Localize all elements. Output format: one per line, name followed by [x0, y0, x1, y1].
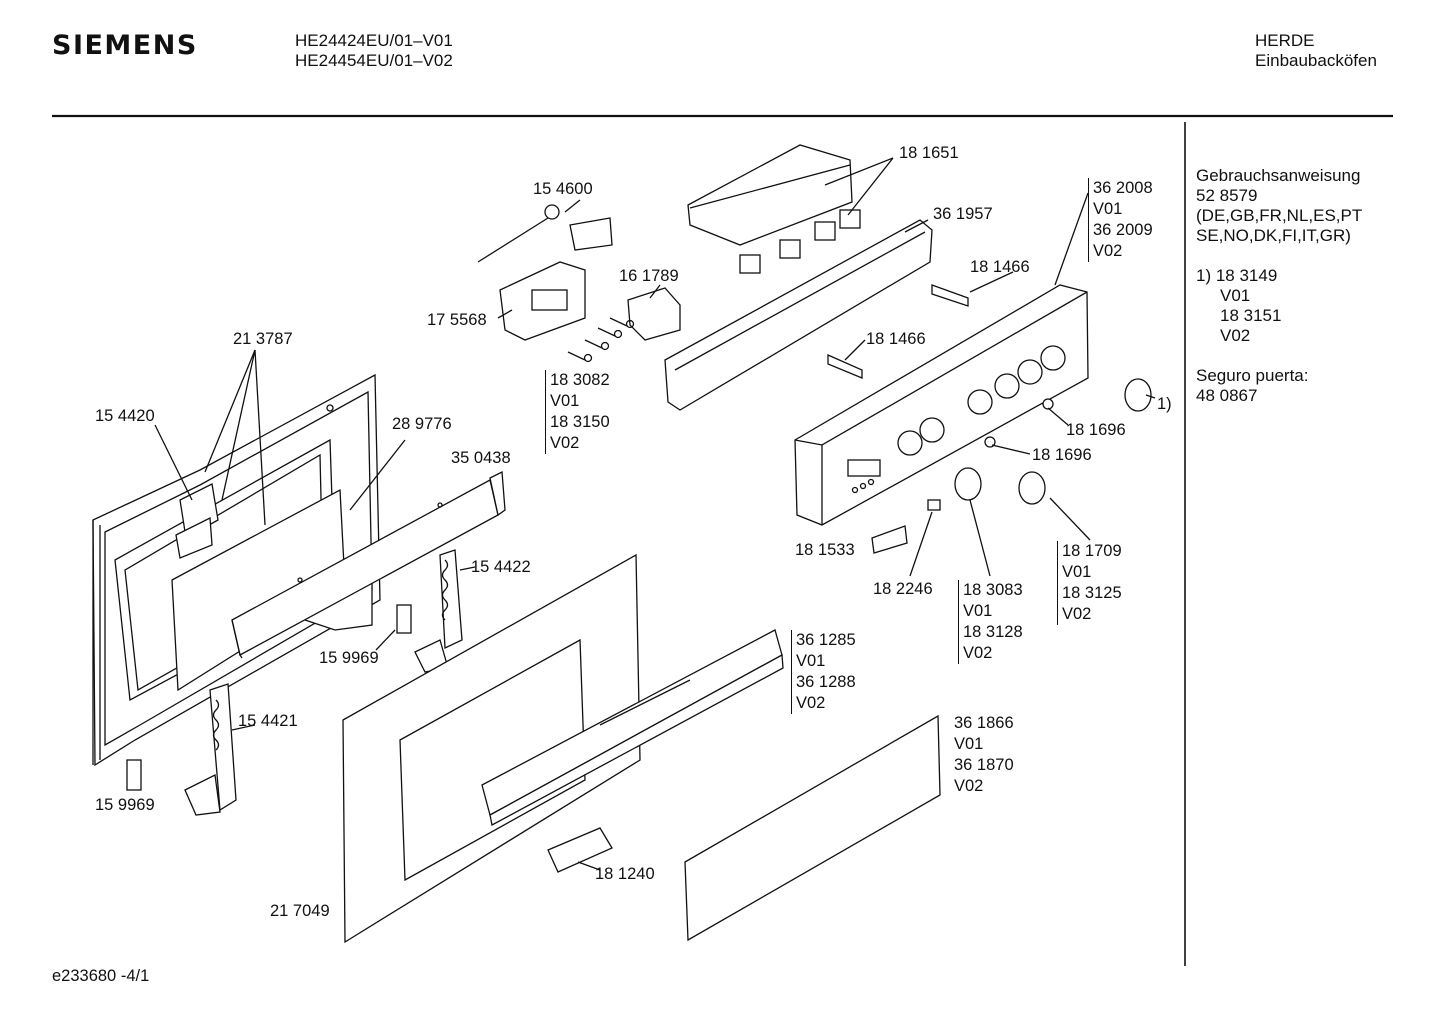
- note-marker-1: 1): [1157, 395, 1172, 413]
- part-362008-shape: [794, 284, 1089, 526]
- part-label-154421: 15 4421: [238, 712, 298, 730]
- category-line-1: HERDE: [1255, 31, 1315, 50]
- part-label-183125: 18 3125: [1062, 584, 1122, 602]
- part-label-362008-group: 36 2008 V01 36 2009 V02: [1088, 178, 1153, 262]
- part-label-181696-b: 18 1696: [1032, 446, 1092, 464]
- part-361957-shape: [664, 219, 933, 411]
- part-181651-shape: [687, 144, 861, 274]
- part-154420-shape: [175, 483, 219, 559]
- part-label-183150: 18 3150: [550, 413, 610, 431]
- part-label-361870: 36 1870: [954, 756, 1014, 774]
- part-label-183083-group: 18 3083 V01 18 3128 V02: [958, 580, 1023, 664]
- model-number-2: HE24454EU/01–V02: [295, 51, 453, 70]
- part-label-361288: 36 1288: [796, 673, 856, 691]
- part-361285-shape: [481, 629, 784, 826]
- part-159969b-shape: [126, 759, 142, 791]
- part-label-181696-a: 18 1696: [1066, 421, 1126, 439]
- part-label-154420: 15 4420: [95, 407, 155, 425]
- part-label-159969-b: 15 9969: [95, 796, 155, 814]
- part-label-181651: 18 1651: [899, 144, 959, 162]
- part-label-213787: 21 3787: [233, 330, 293, 348]
- part-label-161789: 16 1789: [619, 267, 679, 285]
- part-161789-shape: [627, 287, 681, 341]
- part-154421-shape: [184, 683, 237, 816]
- part-label-362009-variant: V02: [1093, 242, 1123, 260]
- manual-languages-2: SE,NO,DK,FI,IT,GR): [1196, 226, 1351, 245]
- part-label-361285: 36 1285: [796, 631, 856, 649]
- part-label-154600: 15 4600: [533, 180, 593, 198]
- part-label-361285-variant: V01: [796, 652, 826, 670]
- part-label-159969-a: 15 9969: [319, 649, 379, 667]
- part-label-361866-variant: V01: [954, 735, 984, 753]
- note-1-variant-2: V02: [1220, 326, 1251, 345]
- part-label-154422: 15 4422: [471, 558, 531, 576]
- note-1-alternate: 18 3151: [1220, 306, 1282, 325]
- part-159969a-shape: [396, 604, 412, 634]
- part-label-181240: 18 1240: [595, 865, 655, 883]
- part-label-289776: 28 9776: [392, 415, 452, 433]
- part-label-181709-variant: V01: [1062, 563, 1092, 581]
- part-label-182246: 18 2246: [873, 580, 933, 598]
- part-label-362008-variant: V01: [1093, 200, 1123, 218]
- part-217049-shape: [342, 553, 641, 944]
- part-181240-shape: [547, 827, 613, 873]
- part-label-361870-variant: V02: [954, 777, 984, 795]
- category-line-2: Einbaubacköfen: [1255, 51, 1377, 70]
- brand-logo: SIEMENS: [52, 30, 198, 61]
- part-label-361957: 36 1957: [933, 205, 993, 223]
- part-label-361285-group: 36 1285 V01 36 1288 V02: [791, 630, 856, 714]
- part-label-175568: 17 5568: [427, 311, 487, 329]
- part-361866-shape: [684, 714, 941, 942]
- product-category: HERDE Einbaubacköfen: [1255, 31, 1377, 71]
- part-label-183082: 18 3082: [550, 371, 610, 389]
- part-175568-shape: [499, 261, 586, 341]
- drawing-id: e233680 -4/1: [52, 967, 150, 985]
- part-label-362009: 36 2009: [1093, 221, 1153, 239]
- part-181466-shape: [827, 284, 969, 379]
- part-label-183125-variant: V02: [1062, 605, 1092, 623]
- manual-title: Gebrauchsanweisung: [1196, 166, 1361, 185]
- part-label-181533: 18 1533: [795, 541, 855, 559]
- part-154600-shape: [477, 204, 613, 263]
- manual-languages-1: (DE,GB,FR,NL,ES,PT: [1196, 206, 1363, 225]
- part-label-362008: 36 2008: [1093, 179, 1153, 197]
- note-1-variant-1: V01: [1220, 286, 1251, 305]
- part-label-181709-group: 18 1709 V01 18 3125 V02: [1057, 541, 1122, 625]
- leader-lines: [154, 157, 1156, 871]
- model-number-1: HE24424EU/01–V01: [295, 31, 453, 50]
- part-183082-shape: [567, 317, 635, 363]
- part-label-181466-a: 18 1466: [970, 258, 1030, 276]
- part-label-183083-variant: V01: [963, 602, 993, 620]
- model-numbers: HE24424EU/01–V01 HE24454EU/01–V02: [295, 31, 453, 71]
- part-label-183150-variant: V02: [550, 434, 580, 452]
- part-label-361866: 36 1866: [954, 714, 1014, 732]
- part-label-181466-b: 18 1466: [866, 330, 926, 348]
- part-154422-shape: [414, 549, 463, 673]
- part-label-183083: 18 3083: [963, 581, 1023, 599]
- part-label-361866-group: 36 1866 V01 36 1870 V02: [950, 713, 1014, 797]
- door-lock-title: Seguro puerta:: [1196, 366, 1309, 385]
- door-lock-number: 48 0867: [1196, 386, 1258, 405]
- part-label-181709: 18 1709: [1062, 542, 1122, 560]
- knob-shapes: [871, 378, 1152, 554]
- part-label-350438: 35 0438: [451, 449, 511, 467]
- note-1-reference: 1) 18 3149: [1196, 266, 1278, 285]
- part-label-183082-group: 18 3082 V01 18 3150 V02: [545, 370, 610, 454]
- part-350438-shape: [231, 470, 506, 659]
- part-label-183128-variant: V02: [963, 644, 993, 662]
- part-label-183082-variant: V01: [550, 392, 580, 410]
- side-notes: Gebrauchsanweisung 52 8579 (DE,GB,FR,NL,…: [1196, 166, 1362, 406]
- part-label-217049: 21 7049: [270, 902, 330, 920]
- manual-number: 52 8579: [1196, 186, 1258, 205]
- part-label-361288-variant: V02: [796, 694, 826, 712]
- part-label-183128: 18 3128: [963, 623, 1023, 641]
